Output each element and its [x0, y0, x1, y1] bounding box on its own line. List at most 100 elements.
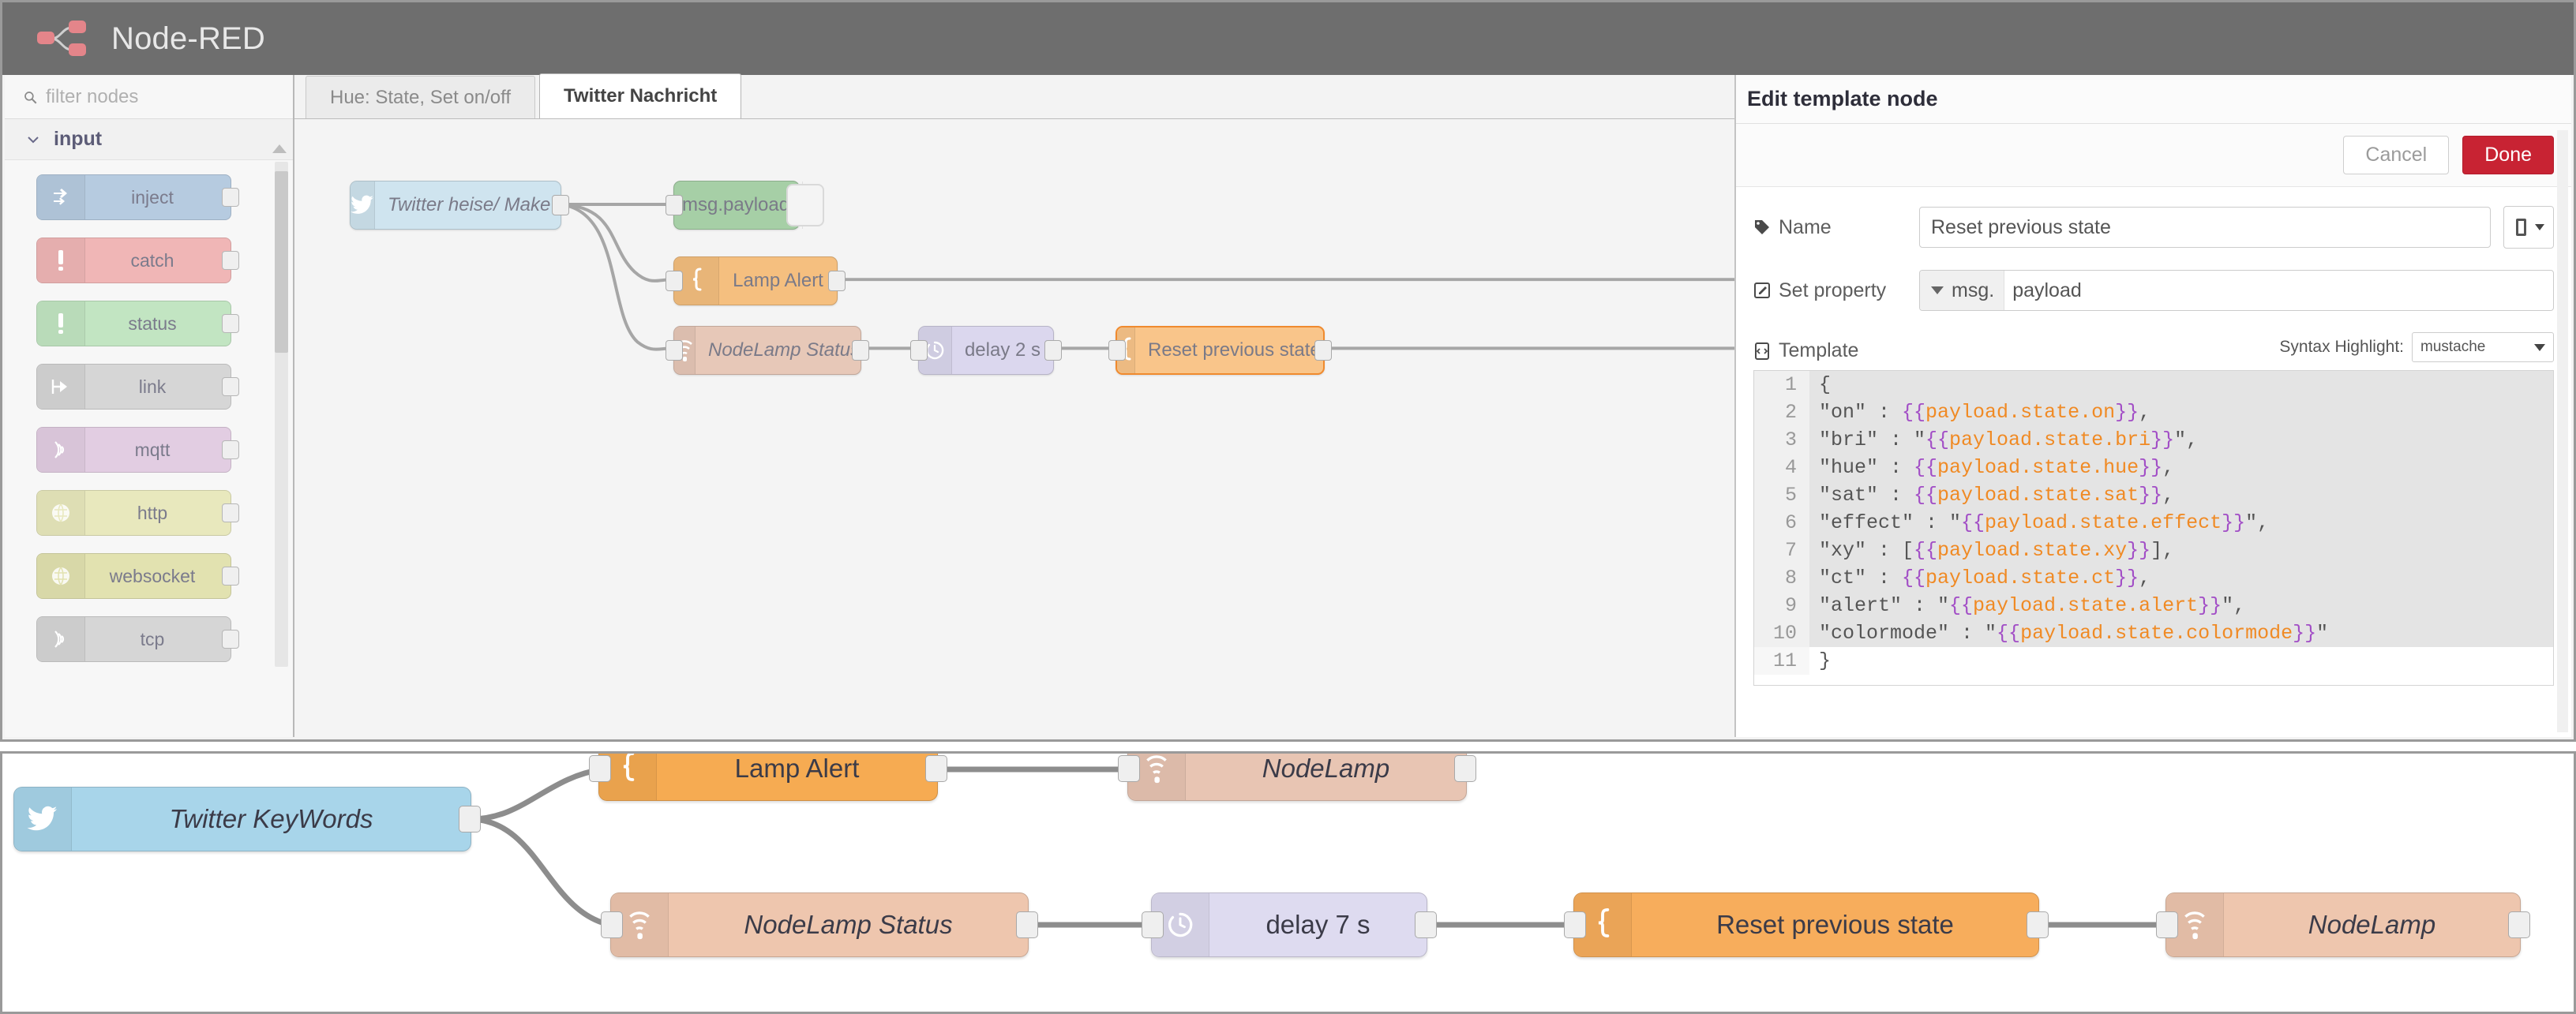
signal-icon	[37, 617, 85, 661]
output-port[interactable]	[2027, 911, 2049, 938]
code-line: 4"hue" : {{payload.state.hue}},	[1754, 454, 2553, 481]
cancel-button[interactable]: Cancel	[2343, 136, 2450, 174]
palette-node-port	[222, 314, 239, 333]
chevron-down-icon	[2534, 343, 2545, 351]
code-line-text[interactable]: {	[1809, 371, 2553, 398]
palette-category-input[interactable]: input	[5, 119, 293, 160]
palette-node-label: tcp	[140, 628, 165, 649]
code-line-text[interactable]: "bri" : "{{payload.state.bri}}",	[1809, 426, 2553, 454]
code-line-text[interactable]: }	[1819, 649, 1832, 672]
output-port[interactable]	[459, 806, 481, 833]
flow-node-twitter-in[interactable]: Twitter heise/ Make	[350, 181, 569, 230]
flow-node-nodelamp-status[interactable]: NodeLamp Status	[666, 326, 869, 375]
zoom-node-reset-previous-state[interactable]: Reset previous state	[1564, 892, 2049, 957]
palette-scrollbar[interactable]	[275, 162, 288, 667]
zoom-node-twitter-keywords[interactable]: Twitter KeyWords	[13, 787, 481, 851]
flow-node-label: Twitter heise/ Make	[388, 194, 551, 215]
name-type-button[interactable]	[2503, 206, 2554, 249]
flow-node-lamp-alert[interactable]: Lamp Alert	[666, 256, 846, 305]
palette-node-http[interactable]: http	[36, 490, 239, 536]
flow-zoom-panel: Twitter KeyWords Lamp Alert NodeLamp	[0, 751, 2576, 1014]
palette-node-tcp[interactable]: tcp	[36, 616, 239, 662]
code-line-text[interactable]: "hue" : {{payload.state.hue}},	[1809, 454, 2553, 481]
zoomed-flow-canvas[interactable]: Twitter KeyWords Lamp Alert NodeLamp	[2, 754, 2574, 1012]
zoom-node-nodelamp-status[interactable]: NodeLamp Status	[601, 892, 1038, 957]
chevron-down-icon	[1931, 286, 1944, 294]
palette-scroll-up-arrow[interactable]	[272, 144, 287, 153]
code-line: 11}	[1754, 647, 2553, 675]
input-port[interactable]	[666, 271, 683, 291]
zoom-node-nodelamp-top[interactable]: NodeLamp	[1118, 754, 1476, 801]
palette-node-catch[interactable]: catch	[36, 238, 239, 283]
code-line-text[interactable]: "ct" : {{payload.state.ct}},	[1809, 564, 2553, 592]
input-port[interactable]	[2156, 911, 2178, 938]
set-property-input[interactable]: msg. payload	[1919, 270, 2554, 311]
input-port[interactable]	[601, 911, 623, 938]
done-button[interactable]: Done	[2462, 136, 2554, 174]
edit-panel-body: Name	[1736, 187, 2571, 686]
flow-node-debug[interactable]: msg.payload	[666, 181, 824, 230]
zoom-node-lamp-alert[interactable]: Lamp Alert	[589, 754, 947, 801]
palette-node-status[interactable]: status	[36, 301, 239, 346]
property-value[interactable]: payload	[2012, 279, 2082, 301]
flow-node-delay-2s[interactable]: delay 2 s	[910, 326, 1062, 375]
palette-node-port	[222, 503, 239, 522]
output-port[interactable]	[1454, 755, 1476, 782]
flow-canvas[interactable]: Twitter heise/ Make msg.payload	[294, 119, 1734, 737]
zoom-node-nodelamp[interactable]: NodeLamp	[2156, 892, 2530, 957]
code-line-number: 8	[1754, 564, 1809, 592]
zoom-node-delay-7s[interactable]: delay 7 s	[1142, 892, 1437, 957]
output-port[interactable]	[552, 195, 569, 215]
code-line-number: 10	[1754, 619, 1809, 647]
code-line-text[interactable]: "xy" : [{{payload.state.xy}}],	[1809, 537, 2553, 564]
code-line-text[interactable]: "sat" : {{payload.state.sat}},	[1809, 481, 2553, 509]
property-type-selector[interactable]: msg.	[1920, 271, 2005, 310]
output-port[interactable]	[2508, 911, 2530, 938]
input-port[interactable]	[1108, 340, 1126, 361]
code-line-number: 7	[1754, 537, 1809, 564]
zoomed-flow-wires	[471, 766, 2165, 928]
output-port[interactable]	[852, 340, 869, 361]
set-property-field-row: Set property msg. payload	[1753, 270, 2554, 311]
input-port[interactable]	[910, 340, 928, 361]
input-port[interactable]	[1118, 755, 1140, 782]
palette-node-link[interactable]: link	[36, 364, 239, 410]
syntax-highlight-select[interactable]: mustache	[2412, 332, 2554, 362]
output-port[interactable]	[828, 271, 846, 291]
input-port[interactable]	[1142, 911, 1164, 938]
output-port[interactable]	[1415, 911, 1437, 938]
template-code-editor[interactable]: 1{2"on" : {{payload.state.on}},3"bri" : …	[1753, 370, 2554, 686]
code-line-text[interactable]: "alert" : "{{payload.state.alert}}",	[1809, 592, 2553, 619]
tag-icon	[1755, 220, 1769, 234]
name-label: Name	[1753, 216, 1919, 239]
tab-hue-state-set-on-off[interactable]: Hue: State, Set on/off	[306, 76, 536, 118]
inject-icon	[37, 175, 85, 219]
palette-node-websocket[interactable]: websocket	[36, 553, 239, 599]
flow-tabbar: Hue: State, Set on/off Twitter Nachricht	[294, 73, 1734, 119]
code-line-text[interactable]: "effect" : "{{payload.state.effect}}",	[1809, 509, 2553, 537]
debug-toggle-button[interactable]	[786, 184, 824, 226]
tab-twitter-nachricht[interactable]: Twitter Nachricht	[539, 73, 742, 118]
output-port[interactable]	[1314, 340, 1332, 361]
edit-panel-scrollbar[interactable]	[2557, 130, 2568, 732]
output-port[interactable]	[925, 755, 947, 782]
palette-search-row[interactable]	[5, 75, 293, 119]
output-port[interactable]	[1016, 911, 1038, 938]
property-type-label: msg.	[1952, 279, 1995, 301]
name-input[interactable]	[1919, 207, 2491, 248]
palette-scrollbar-thumb[interactable]	[275, 171, 288, 353]
input-port[interactable]	[666, 195, 683, 215]
search-input[interactable]	[44, 84, 261, 109]
code-line-text[interactable]: "colormode" : "{{payload.state.colormode…	[1809, 619, 2553, 647]
syntax-highlight-label: Syntax Highlight:	[2279, 338, 2404, 356]
input-port[interactable]	[589, 755, 611, 782]
output-port[interactable]	[1044, 340, 1062, 361]
input-port[interactable]	[1564, 911, 1586, 938]
palette-node-mqtt[interactable]: mqtt	[36, 427, 239, 473]
palette-node-inject[interactable]: inject	[36, 174, 239, 220]
input-port[interactable]	[666, 340, 683, 361]
flow-node-reset-previous-state[interactable]: Reset previous state	[1108, 326, 1332, 375]
palette-node-port	[222, 377, 239, 396]
template-label-text: Template	[1779, 339, 1859, 361]
code-line-text[interactable]: "on" : {{payload.state.on}},	[1809, 398, 2553, 426]
